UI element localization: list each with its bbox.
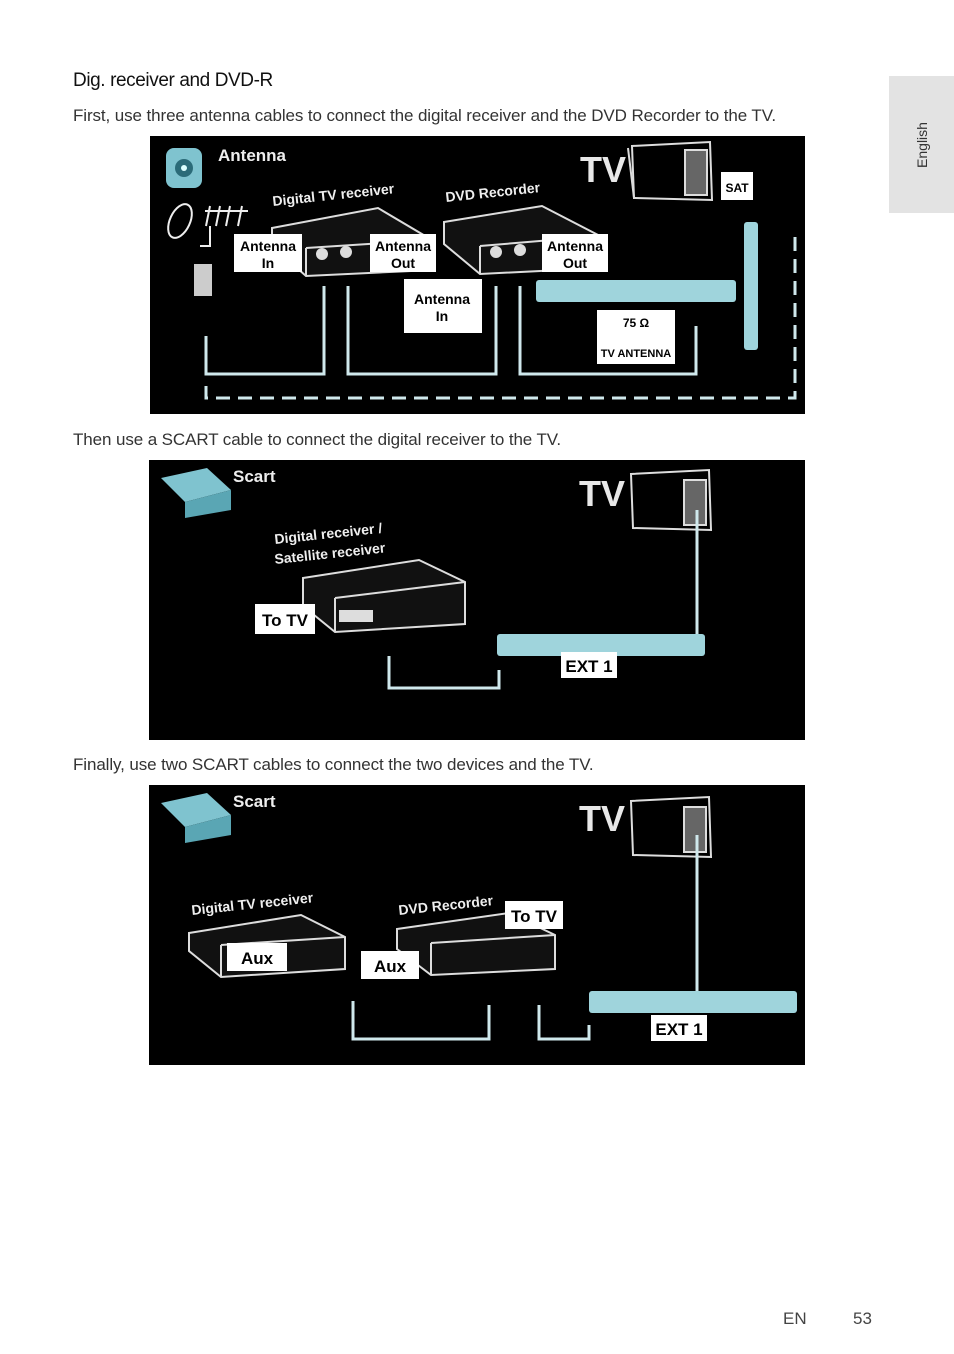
instruction-paragraph-2: Then use a SCART cable to connect the di… [73,430,562,449]
svg-text:Antenna: Antenna [414,291,470,307]
diagram1-title: Antenna [218,146,287,165]
tv-connector-panel [589,991,797,1013]
tv-connector-panel [497,634,705,656]
scart-cable [387,510,699,690]
language-tab: English [889,76,954,213]
instruction-paragraph-3: Finally, use two SCART cables to connect… [73,755,594,774]
svg-text:In: In [262,255,274,271]
digital-receiver-label: Digital TV receiver [191,889,315,918]
svg-text:To TV: To TV [262,611,309,630]
ext1-label: EXT 1 [651,1015,707,1041]
svg-text:Out: Out [391,255,415,271]
svg-text:To TV: To TV [511,907,558,926]
ext1-label: EXT 1 [561,652,617,678]
satellite-receiver-device [302,558,466,634]
svg-text:Aux: Aux [374,957,407,976]
aux-label-1: Aux [227,943,287,971]
device-ports [316,244,526,260]
antenna-connector-icon [166,148,202,188]
page-number: 53 [853,1309,872,1328]
scart-connector-icon [161,793,231,843]
language-tab-label: English [913,121,930,168]
svg-text:TV ANTENNA: TV ANTENNA [601,348,672,360]
antenna-out-label-1: Antenna Out [370,234,436,272]
antenna-in-label-2: Antenna In [404,279,482,333]
svg-text:EXT 1: EXT 1 [565,657,612,676]
instruction-paragraph-1: First, use three antenna cables to conne… [73,106,777,125]
antenna-connection-diagram: Antenna TV Digital TV receiver DVD Recor… [150,136,805,414]
tv-antenna-label: 75 Ω TV ANTENNA [597,310,675,364]
footer-language: EN [783,1309,807,1328]
wall-socket-icon [194,264,212,296]
diagram3-title: Scart [233,792,276,811]
scart-cables [351,835,699,1041]
svg-text:Antenna: Antenna [240,238,296,254]
svg-text:Antenna: Antenna [547,238,603,254]
diagram2-title: Scart [233,467,276,486]
antenna-cables [204,236,797,400]
diagram2-tv-label: TV [579,473,625,514]
svg-text:SAT: SAT [725,181,749,195]
antenna-out-label-2: Antenna Out [542,234,608,272]
digital-receiver-label: Digital TV receiver [272,180,396,209]
svg-text:75 Ω: 75 Ω [623,316,650,330]
dvd-recorder-label: DVD Recorder [445,179,542,205]
sat-label: SAT [721,172,753,200]
svg-text:EXT 1: EXT 1 [655,1020,702,1039]
tv-icon [629,468,713,532]
antenna-in-label-1: Antenna In [234,234,302,272]
scart-connector-icon [161,468,231,518]
tv-icon [627,140,714,202]
to-tv-label: To TV [255,604,315,634]
scart-port-icon [339,610,373,622]
svg-text:Aux: Aux [241,949,274,968]
section-heading: Dig. receiver and DVD-R [73,70,273,91]
scart-connection-diagram-2: Scart TV Digital TV receiver DVD Recorde… [149,785,805,1065]
aux-label-2: Aux [361,951,419,979]
tv-connector-panel [536,222,758,350]
satellite-dish-icon [167,203,248,247]
svg-text:In: In [436,308,448,324]
diagram1-tv-label: TV [580,149,626,190]
diagram3-tv-label: TV [579,798,625,839]
scart-connection-diagram-1: Scart TV Digital receiver / Satellite re… [149,460,805,740]
svg-text:Out: Out [563,255,587,271]
dvd-recorder-label: DVD Recorder [398,892,495,918]
tv-icon [629,795,713,859]
to-tv-label: To TV [505,901,563,929]
svg-text:Antenna: Antenna [375,238,431,254]
